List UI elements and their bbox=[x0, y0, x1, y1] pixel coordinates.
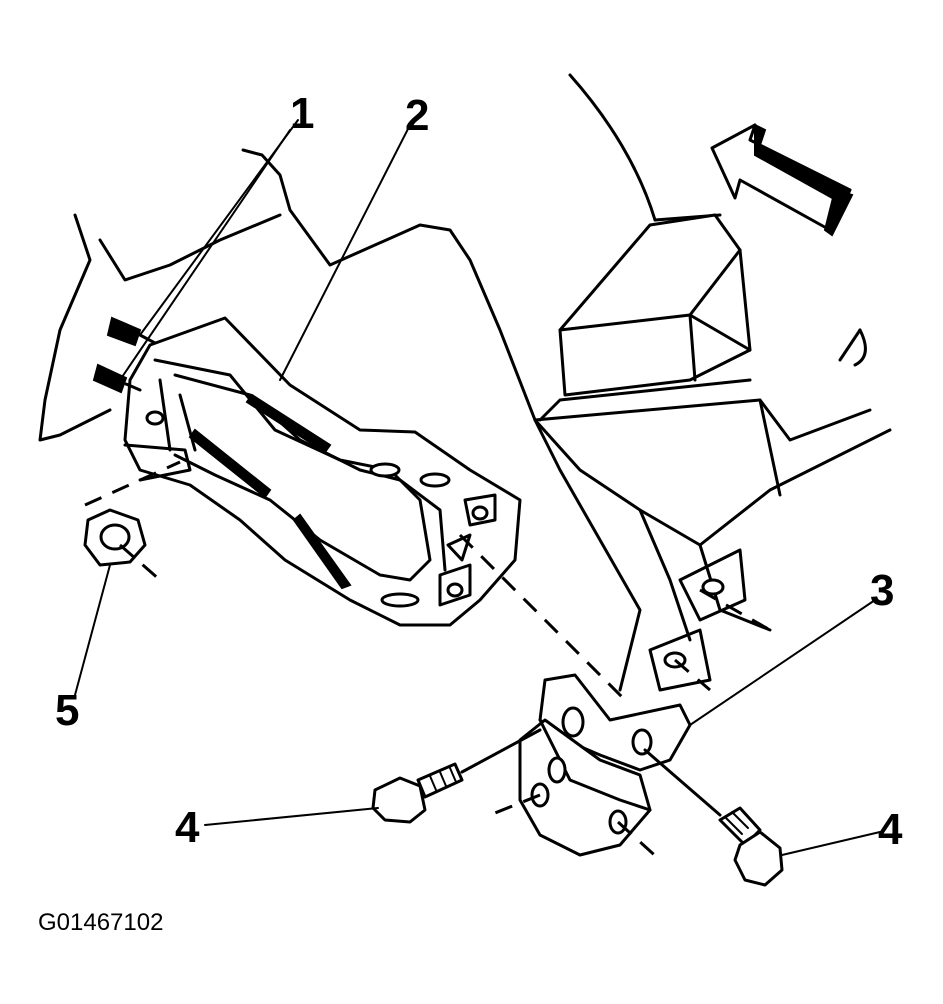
callout-4-right: 4 bbox=[878, 805, 903, 854]
body-panel bbox=[533, 328, 872, 497]
bumper-block bbox=[558, 213, 752, 397]
forward-arrow-icon bbox=[710, 123, 854, 237]
figure-id: G01467102 bbox=[38, 909, 163, 936]
callout-2: 2 bbox=[405, 91, 429, 140]
bolt-left bbox=[371, 728, 542, 824]
hex-nut bbox=[83, 460, 181, 582]
callout-3: 3 bbox=[870, 566, 894, 615]
lower-bracket bbox=[458, 533, 692, 862]
callout-4-left: 4 bbox=[175, 803, 200, 852]
bolt-right bbox=[643, 748, 784, 887]
callout-1: 1 bbox=[290, 89, 314, 138]
callout-5: 5 bbox=[55, 686, 79, 735]
vehicle-body-outline bbox=[38, 73, 892, 692]
support-bracket bbox=[123, 316, 522, 627]
body-mount-pads bbox=[648, 548, 771, 692]
leader-lines bbox=[74, 119, 881, 856]
